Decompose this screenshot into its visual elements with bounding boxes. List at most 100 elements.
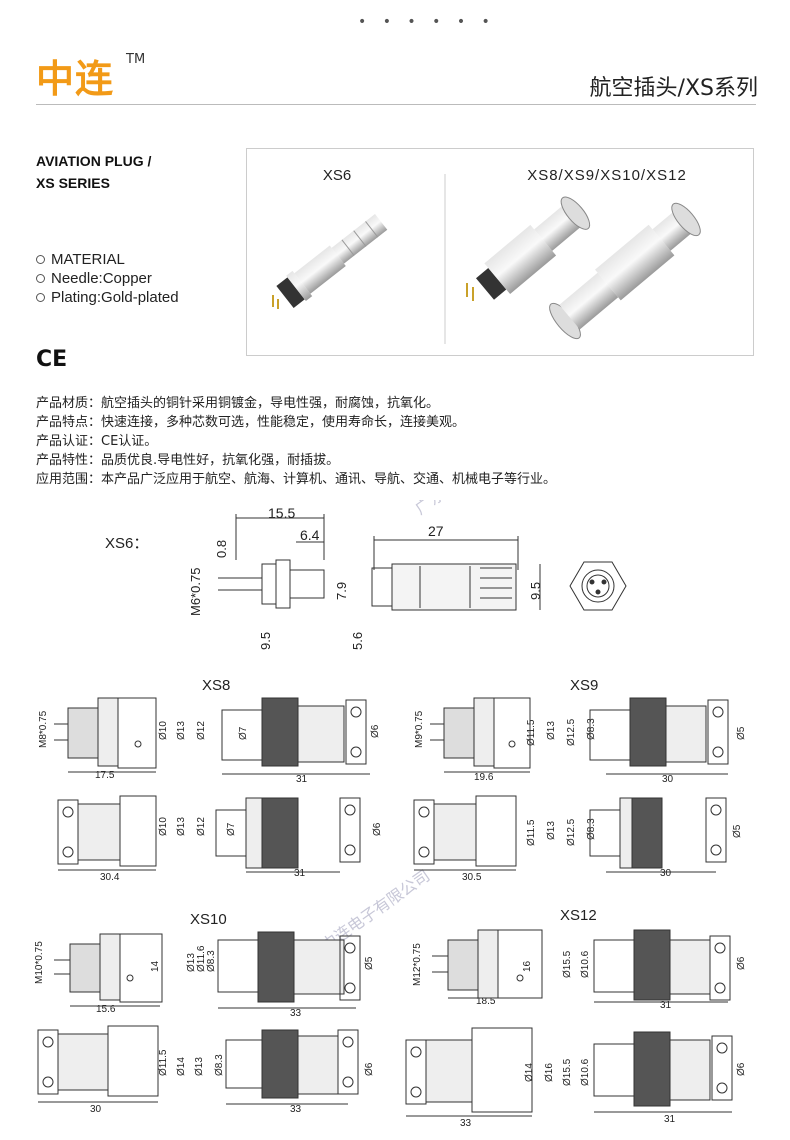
page-dots: • • • • • • xyxy=(358,14,496,30)
product-photo-box: XS6 XS8/XS9/XS10/XS12 xyxy=(246,148,754,356)
desc-line: 产品特性：品质优良.导电性好，抗氧化强，耐插拔。 xyxy=(36,453,340,468)
brand-logo: 中连 xyxy=(36,57,115,101)
subtitle-line-2: XS SERIES xyxy=(36,175,110,191)
xs9-shapes xyxy=(413,697,729,873)
svg-text:Ø12: Ø12 xyxy=(196,721,207,740)
svg-text:31: 31 xyxy=(294,868,306,879)
svg-text:Ø8.3: Ø8.3 xyxy=(206,950,217,972)
svg-text:Ø8.3: Ø8.3 xyxy=(586,718,597,740)
svg-text:15.6: 15.6 xyxy=(96,1004,116,1015)
xs6-dim: 9.5 xyxy=(258,632,273,650)
bullet-icon xyxy=(36,293,45,302)
svg-text:Ø6: Ø6 xyxy=(736,1062,747,1076)
svg-text:Ø15.5: Ø15.5 xyxy=(562,1058,573,1086)
svg-text:Ø7: Ø7 xyxy=(238,726,249,740)
svg-text:Ø15.5: Ø15.5 xyxy=(562,950,573,978)
svg-text:30.5: 30.5 xyxy=(462,872,482,883)
svg-text:Ø6: Ø6 xyxy=(370,724,381,738)
svg-text:31: 31 xyxy=(660,1000,672,1011)
svg-text:Ø6: Ø6 xyxy=(364,1062,375,1076)
svg-text:M10*0.75: M10*0.75 xyxy=(34,941,45,984)
svg-text:Ø11.5: Ø11.5 xyxy=(526,819,537,846)
svg-text:Ø13: Ø13 xyxy=(546,721,557,740)
svg-text:Ø5: Ø5 xyxy=(732,824,743,838)
svg-text:Ø6: Ø6 xyxy=(372,822,383,836)
svg-text:17.5: 17.5 xyxy=(95,770,115,781)
svg-text:30: 30 xyxy=(660,868,672,879)
svg-text:Ø13: Ø13 xyxy=(176,721,187,740)
svg-text:Ø13: Ø13 xyxy=(194,1057,205,1076)
svg-text:M12*0.75: M12*0.75 xyxy=(412,943,423,986)
desc-line: 应用范围：本产品广泛应用于航空、航海、计算机、通讯、导航、交通、机械电子等行业。 xyxy=(36,472,557,487)
xs6-label: XS6： xyxy=(105,535,148,552)
trademark: TM xyxy=(126,52,146,67)
svg-text:33: 33 xyxy=(460,1118,472,1129)
desc-line: 产品特点：快速连接，多种芯数可选，性能稳定，使用寿命长，连接美观。 xyxy=(36,415,466,430)
xs12-drawing: XS12 M12*0.75 16 Ø15.5 Ø10.6 Ø6 18.5 31 … xyxy=(412,907,747,1129)
svg-text:19.6: 19.6 xyxy=(474,772,494,783)
svg-text:Ø8.3: Ø8.3 xyxy=(586,818,597,840)
ce-mark: CE xyxy=(36,347,68,372)
xs-connector-image-1 xyxy=(476,196,591,300)
svg-text:33: 33 xyxy=(290,1104,302,1115)
xs6-dim: 6.4 xyxy=(300,527,320,543)
xs9-drawing: XS9 M9*0.75 Ø11.5 Ø13 Ø12.5 Ø8.3 Ø5 19.6… xyxy=(414,677,747,883)
xs6-dim: 5.6 xyxy=(350,632,365,650)
xs6-drawing xyxy=(218,514,627,611)
svg-text:Ø14: Ø14 xyxy=(524,1063,535,1082)
photo-label-xs6: XS6 xyxy=(323,167,351,184)
svg-text:Ø10: Ø10 xyxy=(158,817,169,836)
series-subtitle: AVIATION PLUG / XS SERIES xyxy=(36,150,151,194)
xs6-dim: 15.5 xyxy=(268,505,295,521)
xs10-shapes xyxy=(37,931,361,1105)
bullet-icon xyxy=(36,255,45,264)
material-item: MATERIAL xyxy=(36,250,179,269)
svg-text:31: 31 xyxy=(296,774,308,785)
svg-text:Ø12: Ø12 xyxy=(196,817,207,836)
svg-text:30.4: 30.4 xyxy=(100,872,120,883)
xs6-dim: 0.8 xyxy=(214,540,229,558)
svg-text:31: 31 xyxy=(664,1114,676,1125)
product-photo: XS6 XS8/XS9/XS10/XS12 xyxy=(272,167,701,344)
xs6-dim: 9.5 xyxy=(528,582,543,600)
svg-text:Ø16: Ø16 xyxy=(544,1063,555,1082)
svg-text:33: 33 xyxy=(290,1008,302,1019)
xs6-dim: 7.9 xyxy=(334,582,349,600)
photo-label-xs8-12: XS8/XS9/XS10/XS12 xyxy=(527,167,687,184)
svg-text:Ø14: Ø14 xyxy=(176,1057,187,1076)
xs10-drawing: XS10 M10*0.75 14 Ø13 Ø11.6 Ø8.3 Ø5 15.6 … xyxy=(34,911,375,1115)
svg-text:Ø10.6: Ø10.6 xyxy=(580,950,591,978)
xs6-connector-image xyxy=(276,214,388,309)
svg-text:Ø10: Ø10 xyxy=(158,721,169,740)
svg-text:Ø8.3: Ø8.3 xyxy=(214,1054,225,1076)
desc-line: 产品材质：航空插头的铜针采用铜镀金，导电性强，耐腐蚀，抗氧化。 xyxy=(36,396,440,411)
desc-line: 产品认证：CE认证。 xyxy=(36,434,158,449)
xs-connector-image-2 xyxy=(549,202,701,340)
material-item: Plating:Gold-plated xyxy=(36,288,179,307)
svg-text:Ø11.5: Ø11.5 xyxy=(158,1049,169,1076)
subtitle-line-1: AVIATION PLUG / xyxy=(36,153,152,169)
xs9-label: XS9 xyxy=(570,677,598,694)
svg-text:Ø13: Ø13 xyxy=(176,817,187,836)
header-divider xyxy=(36,104,756,105)
svg-text:30: 30 xyxy=(90,1104,102,1115)
xs12-shapes xyxy=(405,929,733,1117)
xs8-drawing: XS8 M8*0.75 Ø10 Ø13 Ø12 Ø7 Ø6 17.5 31 Ø1… xyxy=(38,677,383,883)
svg-text:30: 30 xyxy=(662,774,674,785)
svg-text:Ø5: Ø5 xyxy=(364,956,375,970)
xs8-thread: M8*0.75 xyxy=(38,710,49,748)
page-title: 航空插头/XS系列 xyxy=(589,76,758,101)
xs6-dim: 27 xyxy=(428,523,444,539)
svg-text:Ø11.6: Ø11.6 xyxy=(196,945,207,972)
svg-text:Ø7: Ø7 xyxy=(226,822,237,836)
material-item: Needle:Copper xyxy=(36,269,179,288)
svg-text:Ø5: Ø5 xyxy=(736,726,747,740)
xs10-label: XS10 xyxy=(190,911,227,928)
product-description: 产品材质：航空插头的铜针采用铜镀金，导电性强，耐腐蚀，抗氧化。 产品特点：快速连… xyxy=(36,394,556,489)
material-list: MATERIAL Needle:Copper Plating:Gold-plat… xyxy=(36,250,179,307)
svg-text:M9*0.75: M9*0.75 xyxy=(414,710,425,748)
watermark-text: 广东中连电子有限公司 xyxy=(412,500,553,518)
xs6-dim: M6*0.75 xyxy=(188,568,203,616)
svg-text:Ø12.5: Ø12.5 xyxy=(566,718,577,746)
svg-text:16: 16 xyxy=(522,960,533,972)
